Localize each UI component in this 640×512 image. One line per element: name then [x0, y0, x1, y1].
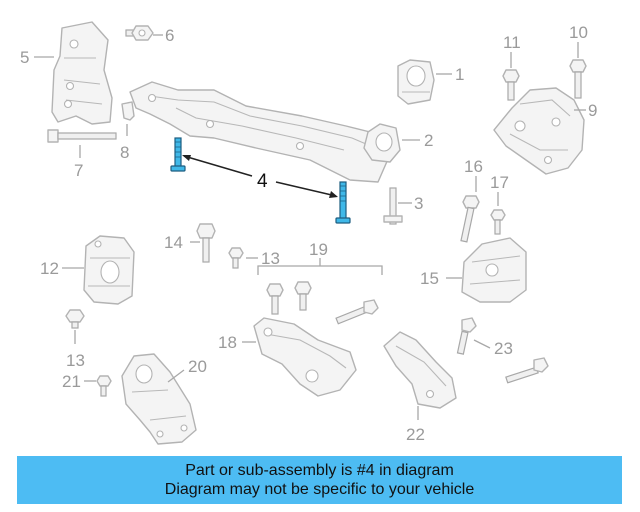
- callout-1: 1: [455, 65, 464, 84]
- callout-16: 16: [464, 157, 483, 176]
- part-4-bolt-left: [170, 137, 186, 172]
- callout-13-upper: 13: [261, 249, 280, 268]
- callout-23: 23: [494, 339, 513, 358]
- part-13-nut-lower: [65, 309, 85, 329]
- callout-2: 2: [424, 131, 433, 150]
- callout-5: 5: [20, 48, 29, 67]
- callout-19: 19: [309, 240, 328, 259]
- part-23-bolt-a: [456, 317, 477, 355]
- part-6-nut: [125, 25, 154, 41]
- part-21-nut: [96, 375, 112, 397]
- banner-line-2: Diagram may not be specific to your vehi…: [164, 481, 475, 498]
- part-8-clip: [121, 101, 135, 121]
- part-19-bolt-b: [294, 281, 312, 311]
- part-10-bolt: [569, 59, 587, 99]
- callout-15: 15: [420, 269, 439, 288]
- callout-3: 3: [414, 194, 423, 213]
- part-14-bolt: [196, 223, 216, 263]
- part-5-bracket: [51, 21, 113, 125]
- callout-4: 4: [257, 171, 268, 192]
- callout-18: 18: [218, 333, 237, 352]
- callout-22: 22: [406, 425, 425, 444]
- part-18-bracket: [253, 317, 357, 397]
- part-16-bolt: [460, 195, 480, 243]
- callout-7: 7: [74, 161, 83, 180]
- callout-9: 9: [588, 101, 597, 120]
- part-12-mount: [83, 235, 135, 305]
- callout-13-lower: 13: [66, 351, 85, 370]
- part-11-bolt: [502, 69, 520, 101]
- part-3-stud: [383, 187, 403, 225]
- part-17-bolt: [490, 209, 506, 235]
- part-19-bolt-c: [335, 299, 379, 325]
- banner-line-1: Part or sub-assembly is #4 in diagram: [185, 462, 454, 479]
- part-22-bracket: [383, 331, 457, 409]
- callout-8: 8: [120, 143, 129, 162]
- callout-12: 12: [40, 259, 59, 278]
- callout-20: 20: [188, 357, 207, 376]
- crossmember: [129, 81, 393, 183]
- callout-11: 11: [503, 33, 521, 52]
- callout-10: 10: [569, 23, 588, 42]
- callout-6: 6: [165, 26, 174, 45]
- info-banner: Part or sub-assembly is #4 in diagram Di…: [17, 456, 622, 504]
- part-23-bolt-b: [505, 357, 549, 384]
- parts-diagram: 5 6 7 8 2 1: [20, 21, 597, 445]
- callout-14: 14: [164, 233, 183, 252]
- part-7-bolt: [47, 129, 117, 143]
- part-20-mount: [121, 353, 197, 445]
- part-13-bolt-upper: [228, 247, 244, 269]
- callout-17: 17: [490, 173, 509, 192]
- part-4-bolt-right: [335, 181, 351, 224]
- part-15-mount: [461, 237, 527, 303]
- part-9-mount: [493, 87, 585, 175]
- part-2-bushing: [363, 123, 401, 163]
- part-19-bolt-a: [266, 283, 284, 315]
- part-1-mount-cushion: [397, 59, 435, 105]
- callout-21: 21: [62, 372, 81, 391]
